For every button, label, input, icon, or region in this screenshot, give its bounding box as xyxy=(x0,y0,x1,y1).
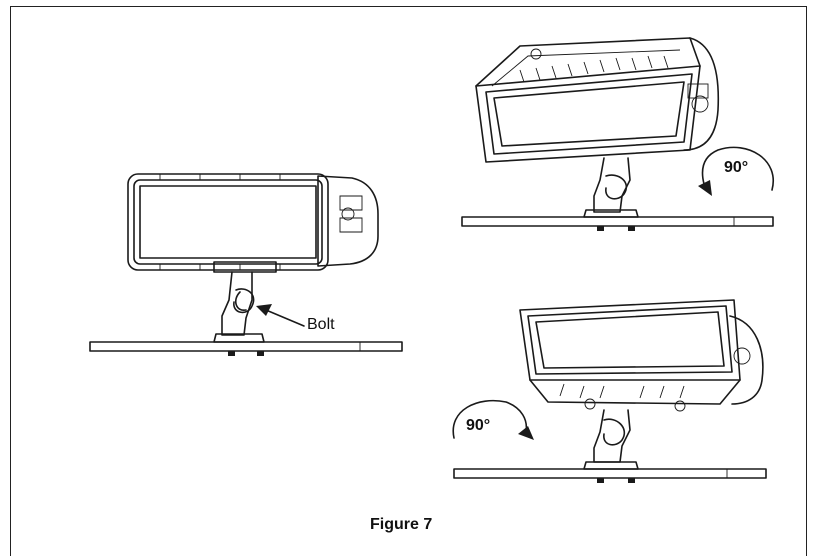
front-screen-left xyxy=(139,185,317,259)
figure-border xyxy=(10,6,807,556)
speaker-tilted-down xyxy=(453,299,767,483)
cabinet-top-up xyxy=(475,37,701,87)
front-frame-down xyxy=(519,299,741,381)
bolt-label: Bolt xyxy=(307,316,335,333)
pole-bracket-left xyxy=(221,271,253,336)
mounting-surface-top xyxy=(461,216,774,227)
rotation-arrow-bottom xyxy=(452,399,534,440)
rotation-label-top: 90° xyxy=(724,159,749,176)
mounting-surface-bottom xyxy=(453,468,767,479)
speaker-upright xyxy=(89,173,403,356)
rotation-label-bottom: 90° xyxy=(466,417,491,434)
mounting-surface-left xyxy=(89,341,403,352)
cabinet-bottom-down xyxy=(529,379,741,405)
front-frame-up xyxy=(475,65,701,163)
figure-caption: Figure 7 xyxy=(370,516,433,533)
bolt-arrow xyxy=(265,309,305,327)
cabinet-depth-left xyxy=(317,175,379,267)
speaker-tilted-up xyxy=(461,37,774,231)
front-frame-left xyxy=(127,173,329,271)
rotation-arrow-top xyxy=(698,146,775,196)
